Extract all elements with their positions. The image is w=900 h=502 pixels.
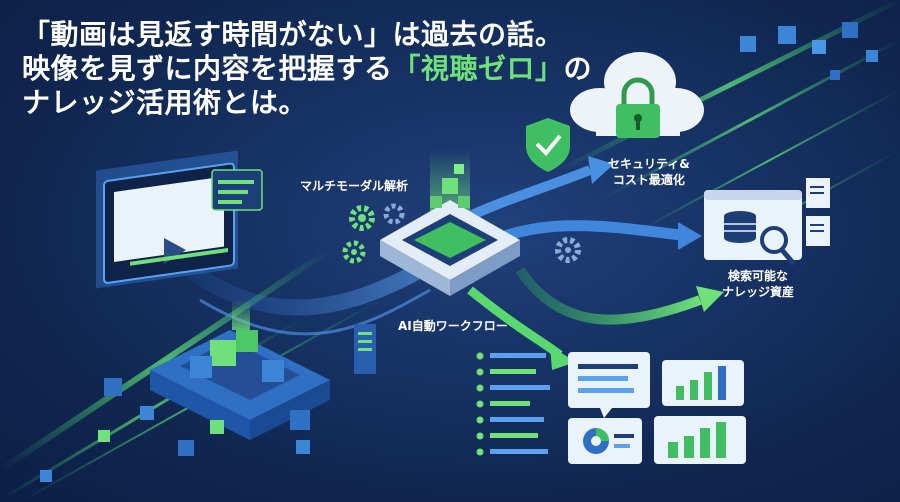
cube-cluster-top-right xyxy=(740,22,878,80)
search-label-line-1: 検索可能な xyxy=(728,269,789,283)
cube-cluster-bottom-left xyxy=(40,378,310,482)
cloud-lock-icon xyxy=(570,52,704,138)
security-label-line-2: コスト最適化 xyxy=(612,173,685,187)
data-platform-graphic xyxy=(150,300,376,440)
searchable-knowledge-label: 検索可能な ナレッジ資産 xyxy=(722,268,794,300)
pie-chart-card-graphic xyxy=(568,418,642,464)
headline-line-1: 「動画は見返す時間がない」は過去の話。 xyxy=(22,18,564,51)
headline-line-3: ナレッジ活用術とは。 xyxy=(22,86,308,119)
ai-workflow-label: AI自動ワークフロー xyxy=(398,319,508,333)
security-label-line-1: セキュリティ& xyxy=(608,157,690,171)
bar-chart-card-graphic-2 xyxy=(654,416,746,464)
database-search-icon xyxy=(704,178,830,266)
headline-accent: 「視聴ゼロ」 xyxy=(392,52,564,85)
video-player-graphic xyxy=(96,150,263,289)
bar-chart-card-graphic xyxy=(662,360,744,406)
gear-icons xyxy=(342,203,581,264)
security-cost-label: セキュリティ& コスト最適化 xyxy=(608,156,690,188)
headline-line-2-suffix: の xyxy=(563,52,593,85)
ai-processor-graphic xyxy=(380,150,520,296)
headline: 「動画は見返す時間がない」は過去の話。 映像を見ずに内容を把握する「視聴ゼロ」の… xyxy=(22,18,592,120)
knowledge-list-graphic xyxy=(476,352,550,456)
summary-card-graphic xyxy=(568,352,650,418)
headline-line-2-prefix: 映像を見ずに内容を把握する xyxy=(22,52,393,85)
multimodal-analysis-label: マルチモーダル解析 xyxy=(300,179,409,193)
search-label-line-2: ナレッジ資産 xyxy=(722,285,795,299)
shield-icon xyxy=(526,118,570,172)
